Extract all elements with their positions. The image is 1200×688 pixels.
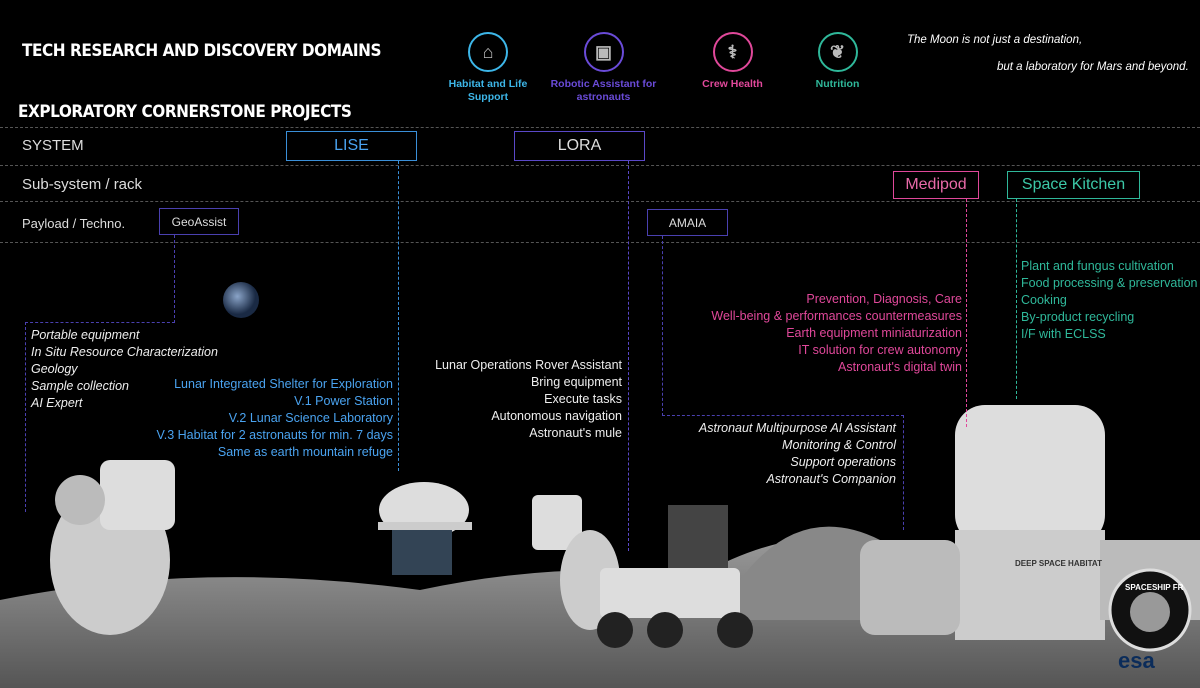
- divider: [0, 242, 1200, 243]
- list-item: Portable equipment: [31, 328, 140, 342]
- list-item: Bring equipment: [530, 375, 622, 389]
- projects-title: EXPLORATORY CORNERSTONE PROJECTS: [18, 102, 352, 122]
- spaceship-fr-logo: SPACESHIP FR: [1108, 568, 1192, 652]
- chip-icon: ▣: [583, 32, 624, 72]
- earth-icon: [223, 282, 259, 318]
- row-payload: Payload / Techno.: [22, 216, 126, 231]
- list-item: I/F with ECLSS: [1021, 327, 1106, 341]
- list-item: Same as earth mountain refuge: [217, 445, 393, 459]
- list-item: Sample collection: [31, 379, 129, 393]
- list-item: V.2 Lunar Science Laboratory: [228, 411, 393, 425]
- space-kitchen-box[interactable]: Space Kitchen: [1007, 171, 1140, 199]
- list-item: Astronaut's Companion: [766, 472, 896, 486]
- domain-habitat: ⌂ Habitat and Life Support: [443, 32, 533, 104]
- connector: [1016, 199, 1017, 399]
- list-item: Autonomous navigation: [491, 409, 622, 423]
- list-item: Plant and fungus cultivation: [1021, 259, 1174, 273]
- domain-label: Robotic Assistant for astronauts: [550, 78, 657, 103]
- divider: [0, 127, 1200, 128]
- medipod-list: Prevention, Diagnosis, Care Well-being &…: [711, 291, 962, 376]
- connector: [174, 235, 175, 323]
- connector: [903, 415, 904, 530]
- house-heart-icon: ⌂: [468, 32, 508, 72]
- domain-crew-health: ⚕ Crew Health: [690, 32, 775, 91]
- svg-text:SPACESHIP FR: SPACESHIP FR: [1125, 583, 1184, 592]
- list-item: Prevention, Diagnosis, Care: [806, 292, 962, 306]
- list-item: AI Expert: [31, 396, 83, 410]
- lise-list: Lunar Integrated Shelter for Exploration…: [157, 376, 393, 461]
- lora-list: Lunar Operations Rover Assistant Bring e…: [435, 357, 622, 442]
- divider: [0, 165, 1200, 166]
- divider: [0, 201, 1200, 202]
- domain-robotic: ▣ Robotic Assistant for astronauts: [536, 32, 671, 104]
- list-item: IT solution for crew autonomy: [798, 343, 962, 357]
- lise-shelter: [378, 482, 472, 575]
- amaia-box[interactable]: AMAIA: [647, 209, 728, 236]
- connector: [398, 161, 399, 471]
- list-item: Support operations: [790, 455, 896, 469]
- row-system: SYSTEM: [22, 137, 84, 154]
- connector: [25, 322, 175, 323]
- connector: [628, 161, 629, 551]
- lora-rover: [597, 505, 753, 648]
- amaia-list: Astronaut Multipurpose AI Assistant Moni…: [699, 420, 896, 488]
- quote-line-2: but a laboratory for Mars and beyond.: [997, 61, 1189, 73]
- kitchen-list: Plant and fungus cultivation Food proces…: [1021, 258, 1197, 343]
- lora-box[interactable]: LORA: [514, 131, 645, 161]
- list-item: Astronaut Multipurpose AI Assistant: [698, 421, 896, 435]
- caduceus-icon: ⚕: [712, 32, 753, 72]
- astronaut-left: [50, 460, 175, 635]
- quote-line-1: The Moon is not just a destination,: [907, 34, 1083, 46]
- habitat-label: DEEP SPACE HABITAT: [1015, 559, 1102, 568]
- connector: [25, 322, 26, 512]
- list-item: In Situ Resource Characterization: [31, 345, 218, 359]
- list-item: By-product recycling: [1021, 310, 1135, 324]
- list-item: Earth equipment miniaturization: [786, 326, 962, 340]
- connector: [662, 415, 904, 416]
- list-item: Lunar Operations Rover Assistant: [435, 358, 622, 372]
- geoassist-box[interactable]: GeoAssist: [159, 208, 239, 235]
- domains-title: TECH RESEARCH AND DISCOVERY DOMAINS: [22, 41, 382, 61]
- row-subsystem: Sub-system / rack: [22, 176, 143, 193]
- leaf-icon: ❦: [817, 32, 858, 72]
- medipod-box[interactable]: Medipod: [893, 171, 979, 199]
- list-item: Well-being & performances countermeasure…: [711, 309, 962, 323]
- list-item: Astronaut's mule: [529, 426, 622, 440]
- list-item: Monitoring & Control: [782, 438, 896, 452]
- list-item: V.1 Power Station: [294, 394, 393, 408]
- list-item: Cooking: [1021, 293, 1067, 307]
- domain-label: Habitat and Life Support: [448, 78, 528, 103]
- lise-box[interactable]: LISE: [286, 131, 417, 161]
- list-item: Food processing & preservation: [1021, 276, 1198, 290]
- esa-logo: esa: [1118, 648, 1155, 673]
- list-item: Execute tasks: [544, 392, 622, 406]
- domain-label: Nutrition: [815, 78, 860, 90]
- domain-label: Crew Health: [702, 78, 763, 90]
- domain-nutrition: ❦ Nutrition: [795, 32, 880, 91]
- list-item: Geology: [31, 362, 78, 376]
- list-item: V.3 Habitat for 2 astronauts for min. 7 …: [156, 428, 393, 442]
- connector: [966, 199, 967, 427]
- list-item: Lunar Integrated Shelter for Exploration: [174, 377, 393, 391]
- connector: [662, 236, 663, 416]
- geoassist-list: Portable equipment In Situ Resource Char…: [31, 327, 218, 412]
- list-item: Astronaut's digital twin: [838, 360, 962, 374]
